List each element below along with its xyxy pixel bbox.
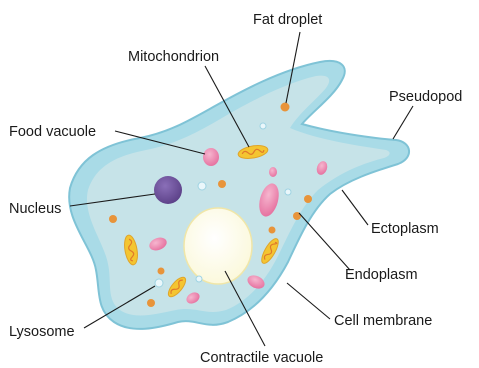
lysosome bbox=[285, 189, 291, 195]
fat-droplet bbox=[269, 227, 276, 234]
food-vacuole bbox=[269, 167, 277, 177]
nucleus bbox=[154, 176, 182, 204]
contractile-vacuole bbox=[184, 208, 252, 284]
label-food-vacuole: Food vacuole bbox=[9, 124, 96, 140]
label-mitochondrion: Mitochondrion bbox=[128, 49, 219, 65]
food-vacuole bbox=[203, 148, 219, 166]
leader-ectoplasm bbox=[342, 190, 368, 225]
lysosome bbox=[260, 123, 266, 129]
label-endoplasm: Endoplasm bbox=[345, 267, 418, 283]
leader-endoplasm bbox=[299, 213, 350, 270]
label-lysosome: Lysosome bbox=[9, 324, 75, 340]
label-cell-membrane: Cell membrane bbox=[334, 313, 432, 329]
fat-droplet bbox=[147, 299, 155, 307]
fat-droplet bbox=[281, 103, 290, 112]
leader-cell-membrane bbox=[287, 283, 330, 319]
label-ectoplasm: Ectoplasm bbox=[371, 221, 439, 237]
fat-droplet bbox=[158, 268, 165, 275]
lysosome bbox=[155, 279, 163, 287]
fat-droplet bbox=[218, 180, 226, 188]
lysosome bbox=[196, 276, 202, 282]
fat-droplet bbox=[304, 195, 312, 203]
lysosome bbox=[198, 182, 206, 190]
label-nucleus: Nucleus bbox=[9, 201, 61, 217]
label-contractile-vacuole: Contractile vacuole bbox=[200, 350, 323, 366]
label-pseudopod: Pseudopod bbox=[389, 89, 462, 105]
leader-pseudopod bbox=[393, 106, 413, 139]
label-fat-droplet: Fat droplet bbox=[253, 12, 322, 28]
fat-droplet bbox=[109, 215, 117, 223]
